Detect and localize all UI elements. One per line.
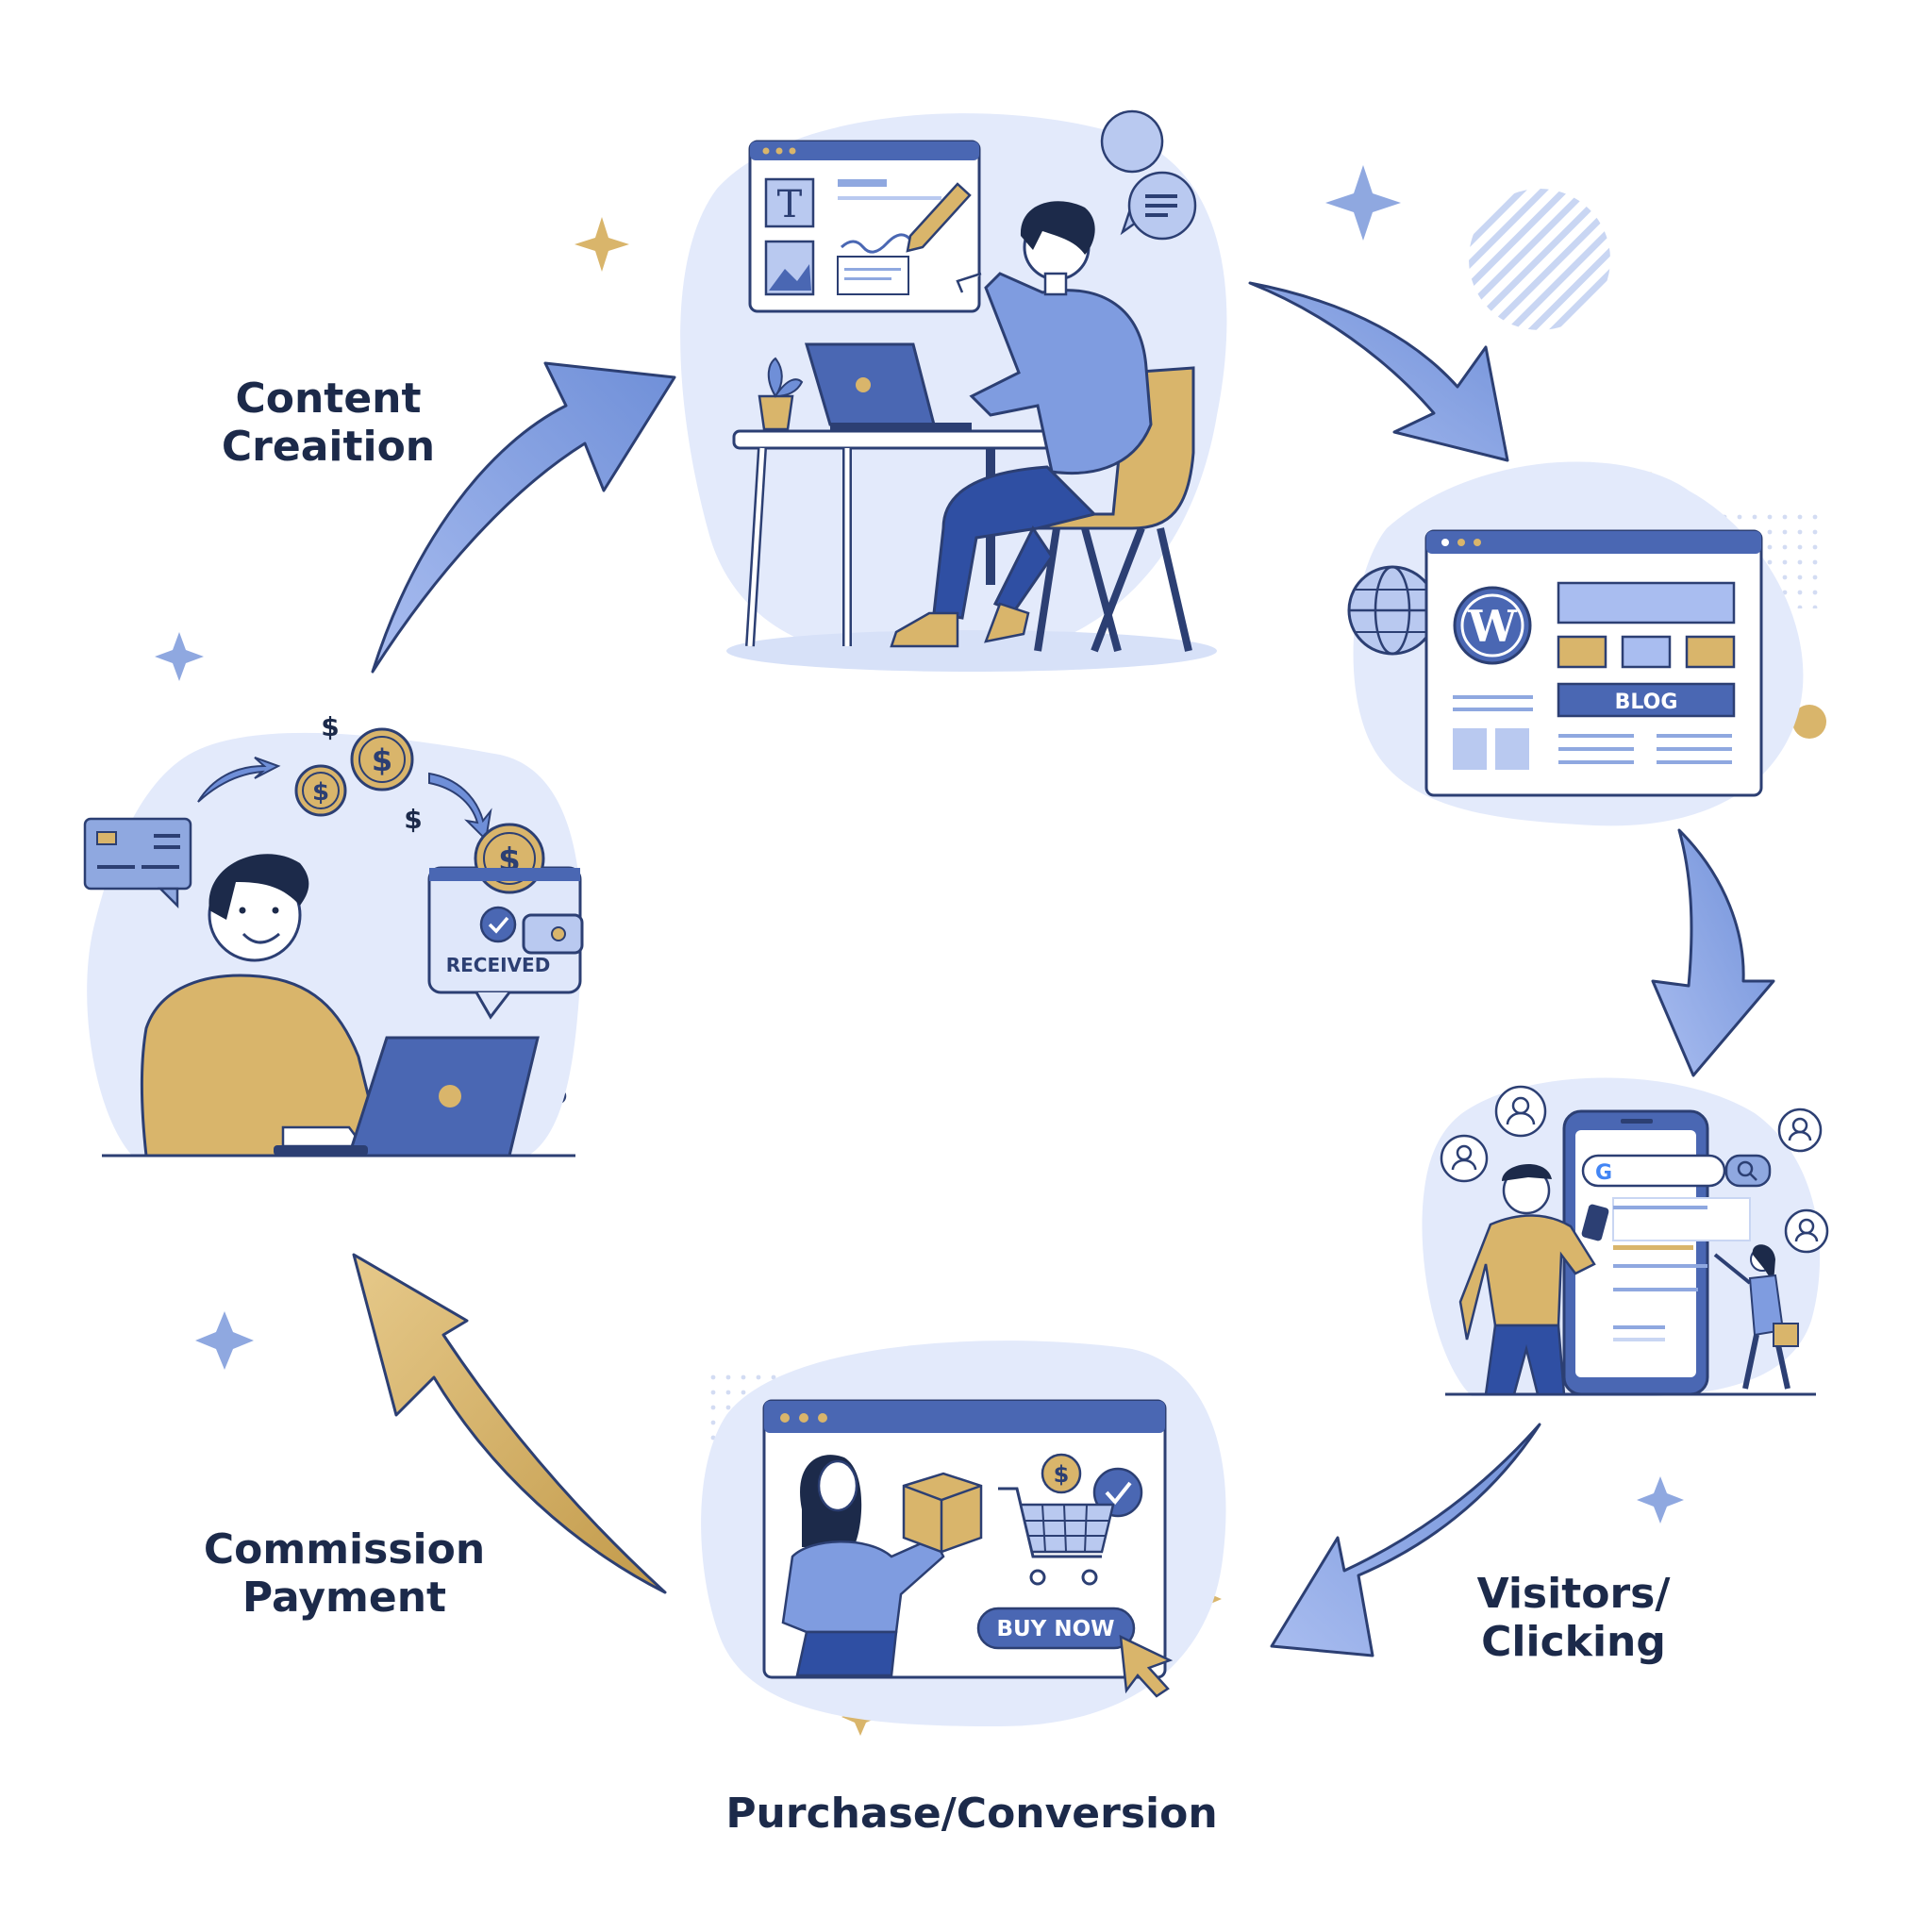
globe-icon <box>1347 565 1438 656</box>
google-g-icon: G <box>1595 1161 1612 1185</box>
arrow-purchase-to-commission <box>352 1253 667 1594</box>
search-icon <box>1737 1160 1757 1181</box>
laptop <box>274 1036 540 1158</box>
phone-screen: G <box>1562 1109 1772 1396</box>
step-content-creation-illustration: T <box>680 109 1227 672</box>
arrow-visitors-to-purchase <box>1270 1423 1541 1657</box>
svg-text:T: T <box>777 183 803 226</box>
label-line: Commission <box>203 1525 486 1574</box>
dollar-coin-icon: $ $ $ $ <box>294 711 423 835</box>
label-line: Payment <box>242 1573 447 1622</box>
wordpress-icon: W <box>1453 586 1532 665</box>
credit-card-icon <box>83 817 192 909</box>
label-commission-payment: Commission Payment <box>184 1525 505 1622</box>
buy-now-button[interactable] <box>976 1607 1136 1650</box>
arrow-blog-to-visitors <box>1651 828 1775 1077</box>
svg-text:$: $ <box>321 711 339 742</box>
blog-window: W BLOG <box>1424 529 1763 797</box>
wallet-icon: $ RECEIVED <box>427 823 584 1020</box>
step-purchase-illustration: $ BUY NOW <box>701 1341 1226 1726</box>
arrow-commission-to-content <box>371 361 676 674</box>
label-line: Purchase/Conversion <box>725 1790 1218 1838</box>
step-visitors-illustration: G <box>1422 1077 1829 1396</box>
label-line: Creaition <box>221 422 436 471</box>
label-line: Content <box>235 375 422 423</box>
arrow-content-to-blog <box>1248 281 1509 462</box>
label-line: Clicking <box>1481 1617 1666 1666</box>
svg-text:$: $ <box>404 804 422 835</box>
shop-window: $ BUY NOW <box>762 1399 1174 1698</box>
blog-badge <box>1557 682 1736 718</box>
step-blog-illustration: W BLOG <box>1347 461 1804 826</box>
label-purchase-conversion: Purchase/Conversion <box>660 1790 1283 1839</box>
svg-text:$: $ <box>1054 1461 1070 1488</box>
blog-badge-label: BLOG <box>1615 691 1678 714</box>
buy-now-label: BUY NOW <box>996 1617 1114 1641</box>
step-commission-illustration: $ $ $ $ $ RECEIVED <box>83 711 584 1158</box>
svg-text:$: $ <box>312 778 329 807</box>
svg-text:W: W <box>1467 601 1518 652</box>
label-content-creation: Content Creaition <box>215 375 441 471</box>
avatar-bubbles <box>1440 1085 1829 1254</box>
label-line: Visitors/ <box>1476 1570 1671 1618</box>
package-icon <box>902 1472 983 1554</box>
svg-text:$: $ <box>372 742 392 778</box>
label-visitors-clicking: Visitors/ Clicking <box>1460 1570 1687 1666</box>
cursor-icon <box>1119 1634 1174 1698</box>
dollar-coin-icon: $ <box>1041 1453 1082 1494</box>
received-badge-label: RECEIVED <box>446 954 551 976</box>
text-editor-window-icon: T <box>748 140 981 313</box>
shopping-cart-icon <box>998 1487 1115 1586</box>
